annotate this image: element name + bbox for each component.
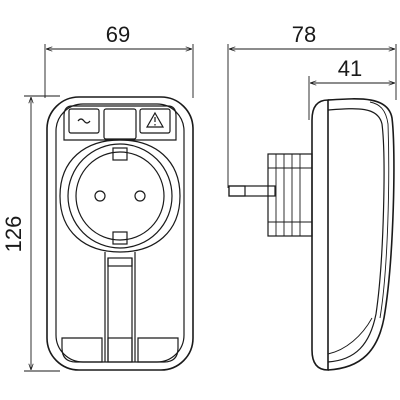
- dimension-width: 69: [44, 22, 194, 98]
- depth-label: 78: [292, 22, 316, 47]
- front-housing-inner: [55, 103, 185, 363]
- socket-surround: [59, 139, 181, 253]
- body-depth-label: 41: [338, 56, 362, 81]
- indicator-panel: [63, 105, 177, 141]
- foot-right: [137, 337, 179, 363]
- tilde-icon: [77, 118, 91, 124]
- indicator-left: [68, 108, 100, 134]
- height-label: 126: [1, 216, 26, 253]
- indicator-right: [139, 108, 171, 134]
- earth-clip-top: [112, 147, 128, 161]
- dimension-height: 126: [1, 95, 60, 372]
- side-housing-inner: [327, 108, 385, 363]
- foot-center: [107, 337, 133, 363]
- pin-hole-left: [94, 190, 106, 202]
- warning-triangle-icon: [145, 111, 165, 128]
- foot-left: [61, 337, 103, 363]
- dimension-body-depth: 41: [308, 56, 395, 120]
- pin-hole-right: [134, 190, 146, 202]
- back-plate: [311, 99, 329, 371]
- width-label: 69: [106, 22, 130, 47]
- front-housing: [46, 96, 194, 371]
- socket-ring-outer: [67, 143, 173, 249]
- indicator-center: [103, 108, 137, 140]
- side-edge-line: [369, 101, 390, 319]
- front-view: [46, 96, 194, 371]
- side-view: [228, 98, 395, 371]
- side-bottom-curve: [327, 317, 373, 355]
- plug-pin-tip: [228, 185, 246, 197]
- dimension-depth: 78: [227, 22, 397, 188]
- side-housing: [327, 98, 395, 371]
- earth-clip-bottom: [112, 231, 128, 245]
- socket-ring-inner: [75, 151, 165, 241]
- channel-slot: [107, 257, 133, 267]
